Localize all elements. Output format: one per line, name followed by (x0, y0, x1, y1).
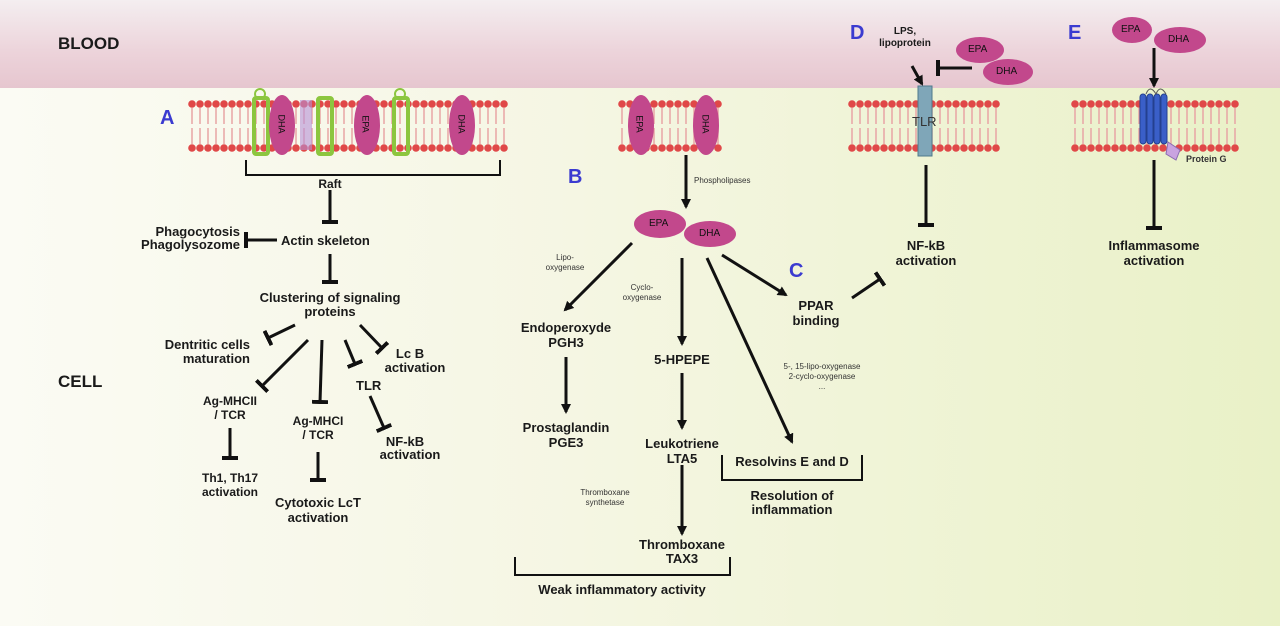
nfkb-d-label: activation (895, 253, 957, 268)
ag-mhci-label: Ag-MHCI (292, 414, 344, 428)
ag-mhcii-label: Ag-MHCII (203, 394, 257, 408)
pgh3-label: PGH3 (548, 335, 584, 350)
tlr-receptor-label: TLR (912, 114, 937, 129)
cytotoxic-label: activation (287, 510, 349, 525)
5-hpepe-label: 5-HPEPE (654, 352, 710, 367)
lps-label: lipoprotein (879, 38, 931, 49)
panel-b-label: B (568, 166, 583, 188)
thromboxane-label: Thromboxane (639, 537, 725, 552)
panel-a-label: A (160, 107, 175, 129)
ag-mhcii-label: / TCR (214, 408, 246, 422)
dha-label: DHA (699, 228, 721, 239)
ppar-label: binding (792, 313, 840, 328)
dha-label: DHA (1168, 34, 1190, 45)
dha-label: DHA (700, 114, 711, 134)
blood-region (0, 0, 1280, 88)
enzymes-label: 2-cyclo-oxygenase (788, 372, 856, 381)
membrane-segment (1071, 100, 1239, 152)
epa-label: EPA (1121, 24, 1141, 35)
tax3-label: TAX3 (665, 551, 699, 566)
lipoxygenase-label: oxygenase (545, 263, 585, 272)
cytotoxic-label: Cytotoxic LcT (275, 495, 361, 510)
nfkb-label: NF-kB (385, 434, 425, 449)
pge3-label: PGE3 (548, 435, 584, 450)
dha-label: DHA (456, 114, 467, 134)
epa-label: EPA (360, 115, 371, 133)
thromboxane-synthetase-label: synthetase (585, 498, 625, 507)
cyclooxygenase-label: Cyclo- (630, 283, 654, 292)
inflammasome-label: Inflammasome (1108, 238, 1200, 253)
protein-g-label: Protein G (1186, 154, 1227, 164)
resolvins-label: Resolvins E and D (735, 454, 849, 469)
epa-label: EPA (634, 115, 645, 133)
ag-mhci-label: / TCR (302, 428, 334, 442)
leukotriene-label: Leukotriene (645, 436, 719, 451)
lta5-label: LTA5 (666, 451, 698, 466)
cyclooxygenase-label: oxygenase (622, 293, 662, 302)
enzymes-label: 5-, 15-lipo-oxygenase (783, 362, 861, 371)
th-activation-label: Th1, Th17 (201, 471, 258, 485)
resolution-label: Resolution of (750, 488, 834, 503)
nfkb-d-label: NF-kB (906, 238, 946, 253)
inflammasome-label: activation (1123, 253, 1185, 268)
endoperoxyde-label: Endoperoxyde (520, 320, 612, 335)
ppar-label: PPAR (798, 298, 834, 313)
membrane-epa-dha-molecules (269, 95, 719, 155)
phagocytosis-label: Phagocytosis (155, 224, 240, 239)
panel-d-label: D (850, 22, 865, 44)
cell-label: CELL (58, 372, 103, 391)
raft-label: Raft (318, 177, 342, 191)
dha-label: DHA (996, 66, 1018, 77)
actin-skeleton-label: Actin skeleton (281, 233, 370, 248)
gpcr-receptor (1139, 93, 1168, 145)
epa-label: EPA (968, 44, 988, 55)
panel-e-label: E (1068, 22, 1082, 44)
th-activation-label: activation (201, 485, 258, 499)
dha-label: DHA (276, 114, 287, 134)
phagolysozome-label: Phagolysozome (141, 237, 240, 252)
tlr-label: TLR (356, 378, 382, 393)
clustering-label: proteins (304, 304, 356, 319)
blood-label: BLOOD (58, 34, 120, 53)
lcb-label: Lc B (395, 346, 425, 361)
prostaglandin-label: Prostaglandin (522, 420, 610, 435)
dendritic-label: Dentritic cells (164, 337, 250, 352)
clustering-label: Clustering of signaling (259, 290, 401, 305)
enzymes-label: ... (818, 382, 826, 391)
dendritic-label: maturation (182, 351, 250, 366)
thromboxane-synthetase-label: Thromboxane (580, 488, 630, 497)
phospholipases-label: Phospholipases (694, 176, 751, 185)
lcb-label: activation (384, 360, 446, 375)
resolution-label: inflammation (751, 502, 833, 517)
nfkb-label: activation (379, 447, 441, 462)
weak-activity-label: Weak inflammatory activity (538, 582, 706, 597)
lps-label: LPS, (893, 26, 917, 37)
panel-c-label: C (789, 260, 804, 282)
lipoxygenase-label: Lipo- (556, 253, 574, 262)
epa-label: EPA (649, 218, 669, 229)
